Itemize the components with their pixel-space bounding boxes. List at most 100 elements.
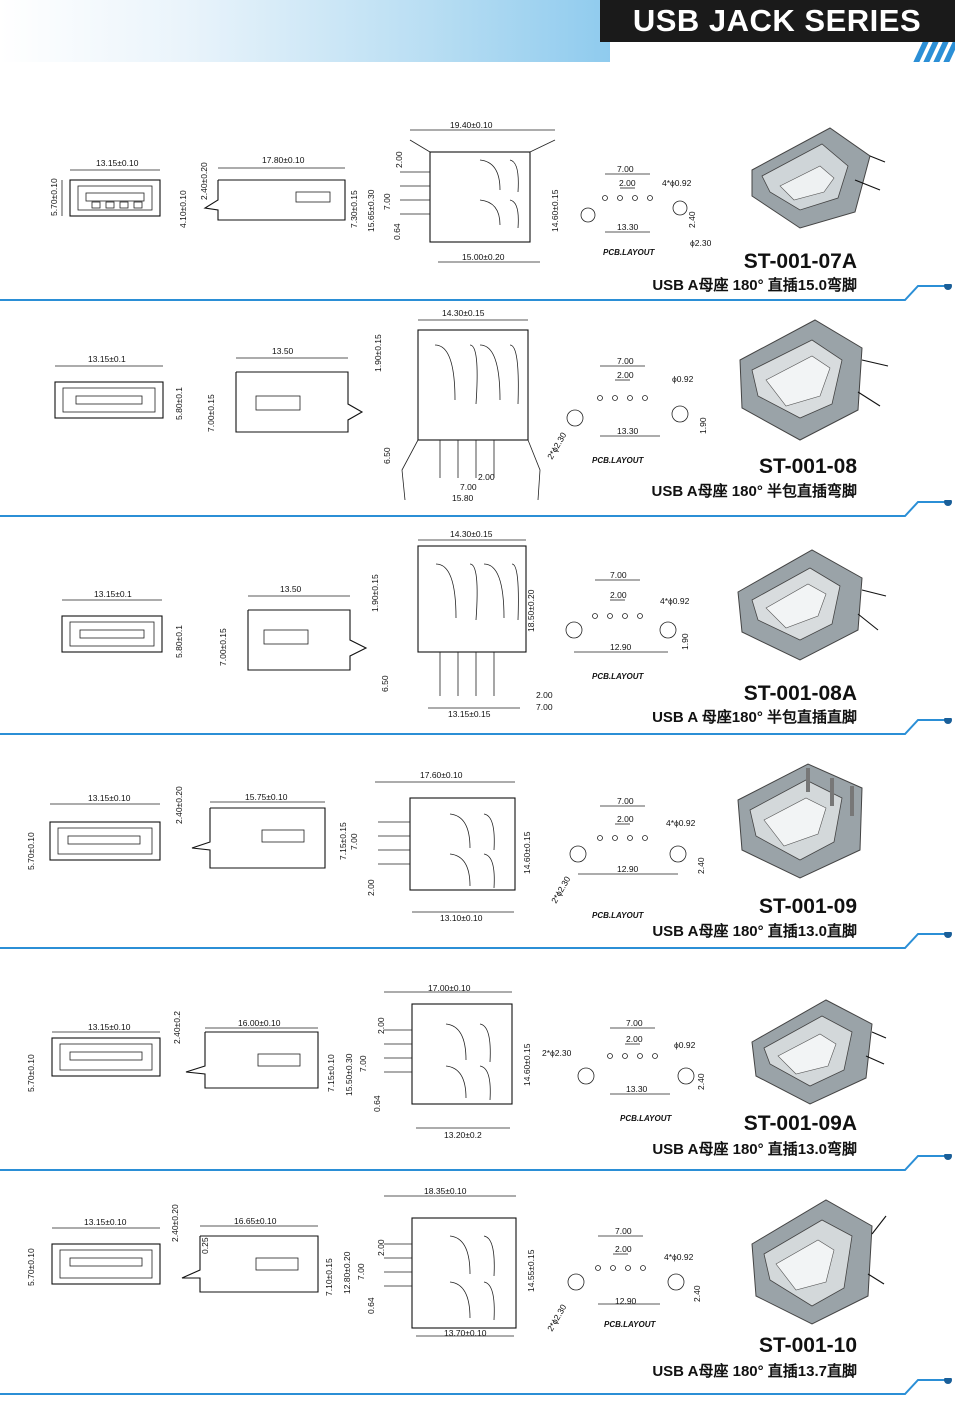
- top-dim-a: 2.00: [536, 690, 553, 700]
- pcb-layout-label: PCB.LAYOUT: [604, 1320, 657, 1329]
- top-bottom-dim: 13.15±0.15: [448, 709, 491, 719]
- top-height-dim: 18.50±0.20: [526, 589, 536, 632]
- product-photo: [737, 549, 887, 661]
- pcb-height-dim: 1.90: [698, 417, 708, 434]
- top-width-dim: 17.60±0.10: [420, 770, 463, 780]
- top-bottom-dim: 15.80: [452, 493, 474, 503]
- product-photo: [751, 127, 886, 229]
- top-dim-a: 2.00: [376, 1017, 386, 1034]
- side-dim-a: 1.90±0.15: [370, 574, 380, 612]
- top-view: 18.35±0.10 12.80±0.20 14.55±0.15 2.00 7.…: [342, 1186, 536, 1338]
- pcb-layout-label: PCB.LAYOUT: [592, 911, 645, 920]
- side-dim-a: 2.40±0.20: [174, 786, 184, 824]
- side-view: 13.50 1.90±0.15 7.00±0.15: [206, 334, 383, 433]
- pcb-dim-a: 7.00: [626, 1018, 643, 1028]
- top-dim-a: 2.00: [376, 1239, 386, 1256]
- pcb-layout: 7.00 2.00 4*ϕ0.92 12.90 2.40 2*ϕ2.30 PCB…: [549, 796, 706, 920]
- pcb-hole-dim: 4*ϕ0.92: [666, 818, 696, 828]
- top-dim-b: 7.00: [536, 702, 553, 712]
- product-photo: [751, 999, 887, 1105]
- front-width-dim: 13.15±0.1: [88, 354, 126, 364]
- pcb-big-hole-dim: 2*ϕ2.30: [545, 430, 568, 461]
- top-view: 17.00±0.10 15.50±0.30 14.60±0.15 2.00 7.…: [344, 983, 532, 1140]
- top-bottom-dim: 15.00±0.20: [462, 252, 505, 262]
- pcb-big-hole-dim: 2*ϕ2.30: [542, 1048, 572, 1058]
- product-section-st-001-08: 13.15±0.1 5.80±0.1 13.50 1.90±0.15 7.00±…: [0, 300, 955, 520]
- front-width-dim: 13.15±0.1: [94, 589, 132, 599]
- section-divider: [0, 500, 952, 517]
- pcb-layout: 7.00 2.00 ϕ0.92 13.30 1.90 2*ϕ2.30 PCB.L…: [545, 356, 708, 465]
- pcb-width-dim: 12.90: [617, 864, 639, 874]
- top-bottom-dim: 13.10±0.10: [440, 913, 483, 923]
- front-height-dim: 5.80±0.1: [174, 625, 184, 658]
- side-length-dim: 13.50: [272, 346, 294, 356]
- top-view: 14.30±0.15 18.50±0.20 2.00 7.00 13.15±0.…: [417, 529, 553, 719]
- top-width-dim: 14.30±0.15: [450, 529, 493, 539]
- model-number: ST-001-10: [758, 1334, 857, 1357]
- pcb-hole-dim: 4*ϕ0.92: [664, 1252, 694, 1262]
- top-view: 19.40±0.10 15.65±0.30 14.60±0.15 2.00 7.…: [366, 120, 560, 263]
- model-number: ST-001-07A: [743, 250, 857, 273]
- side-length-dim: 16.65±0.10: [234, 1216, 277, 1226]
- pcb-layout-label: PCB.LAYOUT: [592, 672, 645, 681]
- pcb-dim-b: 2.00: [615, 1244, 632, 1254]
- top-width-dim: 17.00±0.10: [428, 983, 471, 993]
- model-description: USB A母座 180° 直插13.0直脚: [652, 923, 857, 940]
- side-length-dim: 15.75±0.10: [245, 792, 288, 802]
- section-divider: [0, 284, 952, 301]
- page-title: USB JACK SERIES: [632, 3, 922, 38]
- side-length-dim: 17.80±0.10: [262, 155, 305, 165]
- front-height-dim: 5.80±0.1: [174, 387, 184, 420]
- pcb-dim-b: 2.00: [619, 178, 636, 188]
- pcb-hole-dim: ϕ0.92: [674, 1040, 696, 1050]
- model-description: USB A母座 180° 直插13.7直脚: [652, 1363, 857, 1380]
- top-height-1: 12.80±0.20: [342, 1251, 352, 1294]
- product-photo: [739, 319, 889, 441]
- front-view: 13.15±0.10 5.70±0.10: [26, 793, 161, 870]
- header-title-box: [600, 0, 955, 42]
- pcb-layout-label: PCB.LAYOUT: [592, 456, 645, 465]
- pcb-dim-b: 2.00: [626, 1034, 643, 1044]
- pcb-big-hole-dim: 2*ϕ2.30: [545, 1302, 568, 1333]
- front-height-dim: 5.70±0.10: [26, 1054, 36, 1092]
- top-width-dim: 19.40±0.10: [450, 120, 493, 130]
- section-divider: [0, 1378, 952, 1395]
- pcb-dim-a: 7.00: [615, 1226, 632, 1236]
- top-view: 17.60±0.10 14.60±0.15 7.00 2.00 13.10±0.…: [349, 770, 532, 923]
- section-divider: [0, 932, 952, 949]
- side-view: 16.00±0.10 2.40±0.2 7.15±0.10: [172, 1011, 336, 1092]
- top-width-dim: 18.35±0.10: [424, 1186, 467, 1196]
- front-view: 13.15±0.10 5.70±0.10: [26, 1022, 161, 1092]
- technical-drawings: 13.15±0.10 5.70±0.10 17.80±0.10 2.40±0.2…: [49, 120, 886, 263]
- top-height-dim: 14.60±0.15: [522, 831, 532, 874]
- header-stripes: [912, 42, 955, 62]
- section-divider: [0, 718, 952, 735]
- model-description: USB A母座 180° 半包直插弯脚: [651, 483, 857, 500]
- top-dim-b: 2.00: [366, 879, 376, 896]
- side-dim-b: 7.15±0.15: [338, 822, 348, 860]
- top-dim-c: 0.64: [366, 1297, 376, 1314]
- side-dim-b: 7.15±0.10: [326, 1054, 336, 1092]
- pcb-layout-label: PCB.LAYOUT: [620, 1114, 673, 1123]
- top-dim-a: 2.00: [394, 151, 404, 168]
- side-dim-c: 7.10±0.15: [324, 1258, 334, 1296]
- front-view: 13.15±0.1 5.80±0.1: [61, 589, 184, 658]
- front-height-dim: 5.70±0.10: [26, 832, 36, 870]
- model-number: ST-001-08A: [743, 682, 857, 705]
- side-dim-a: 2.40±0.2: [172, 1011, 182, 1044]
- model-number: ST-001-09: [758, 895, 857, 918]
- model-number: ST-001-08: [758, 455, 857, 478]
- pcb-width-dim: 13.30: [617, 426, 639, 436]
- side-view: 15.75±0.10 2.40±0.20 7.15±0.15: [174, 786, 348, 869]
- top-dim-b: 7.00: [382, 193, 392, 210]
- top-dim-a: 7.00: [349, 833, 359, 850]
- top-dim-b: 7.00: [358, 1055, 368, 1072]
- pcb-dim-b: 2.00: [617, 370, 634, 380]
- technical-drawings: 13.15±0.10 5.70±0.10 16.65±0.10 2.40±0.2…: [26, 1186, 887, 1338]
- product-section-st-001-09a: 13.15±0.10 5.70±0.10 16.00±0.10 2.40±0.2…: [0, 952, 955, 1167]
- top-dim-b: 2.00: [478, 472, 495, 482]
- technical-drawings: 13.15±0.10 5.70±0.10 15.75±0.10 2.40±0.2…: [26, 763, 863, 923]
- top-height-1: 15.65±0.30: [366, 189, 376, 232]
- pcb-layout: 7.00 2.00 4*ϕ0.92 12.90 1.90 PCB.LAYOUT: [565, 570, 690, 681]
- top-width-dim: 14.30±0.15: [442, 308, 485, 318]
